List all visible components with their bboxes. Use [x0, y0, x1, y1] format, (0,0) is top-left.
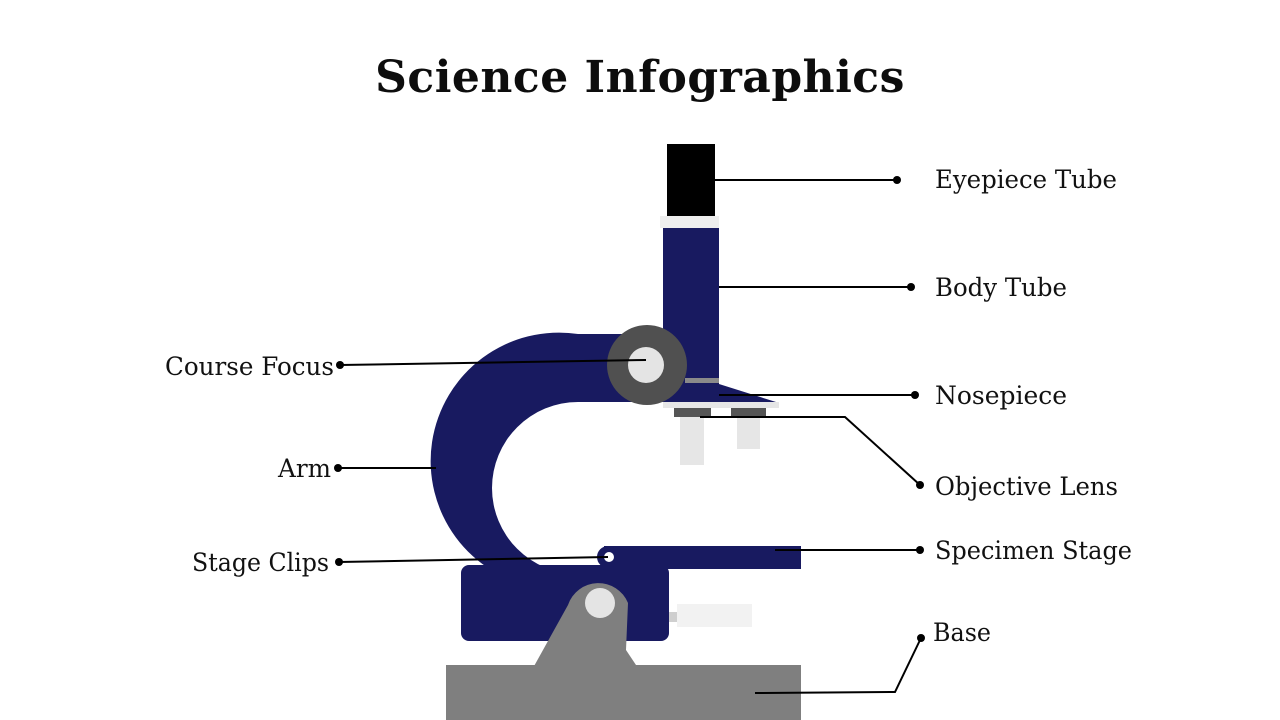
- label-arm: Arm: [277, 454, 331, 483]
- label-specimen-stage: Specimen Stage: [935, 536, 1132, 565]
- leader-dot-arm: [334, 464, 342, 472]
- label-stage-clips: Stage Clips: [192, 548, 329, 577]
- leader-dot-objective-lens: [916, 481, 924, 489]
- fine-adjust-rod: [669, 612, 677, 622]
- label-base: Base: [933, 618, 991, 647]
- label-nosepiece: Nosepiece: [935, 381, 1067, 410]
- leader-dot-body-tube: [907, 283, 915, 291]
- objective-lens-2-cap: [731, 408, 766, 417]
- leader-dot-nosepiece: [911, 391, 919, 399]
- leader-dot-stage-clips: [335, 558, 343, 566]
- leader-dot-specimen-stage: [916, 546, 924, 554]
- leader-course-focus: [339, 359, 647, 366]
- nosepiece-plate: [663, 402, 779, 408]
- label-course-focus: Course Focus: [165, 352, 334, 381]
- fine-adjust-knob: [677, 604, 752, 627]
- leader-dot-course-focus: [336, 361, 344, 369]
- body-tube-ring: [685, 378, 719, 383]
- objective-lens-1: [680, 417, 704, 465]
- leader-dot-base: [917, 634, 925, 642]
- pillar-pivot: [585, 588, 615, 618]
- part-labels: Eyepiece Tube Body Tube Nosepiece Object…: [165, 165, 1132, 647]
- objective-lens-1-cap: [674, 408, 711, 417]
- page-title: Science Infographics: [375, 52, 905, 103]
- leader-base: [754, 637, 922, 694]
- stage-support-bar: [614, 573, 658, 577]
- objective-lens-2: [737, 417, 760, 449]
- label-objective-lens: Objective Lens: [935, 472, 1118, 501]
- leader-lines: [334, 176, 925, 694]
- stage-clip-hole: [604, 552, 614, 562]
- base-block: [446, 665, 801, 720]
- microscope-illustration: [430, 144, 801, 720]
- label-body-tube: Body Tube: [935, 273, 1067, 302]
- course-focus-knob-center: [628, 347, 664, 383]
- eyepiece-shape: [667, 144, 715, 216]
- nosepiece-shape: [663, 384, 776, 402]
- label-eyepiece-tube: Eyepiece Tube: [935, 165, 1117, 194]
- leader-dot-eyepiece-tube: [893, 176, 901, 184]
- leader-objective-lens: [700, 416, 921, 486]
- eyepiece-collar: [660, 216, 719, 228]
- specimen-stage-shape: [604, 546, 801, 569]
- leader-stage-clips: [338, 556, 609, 563]
